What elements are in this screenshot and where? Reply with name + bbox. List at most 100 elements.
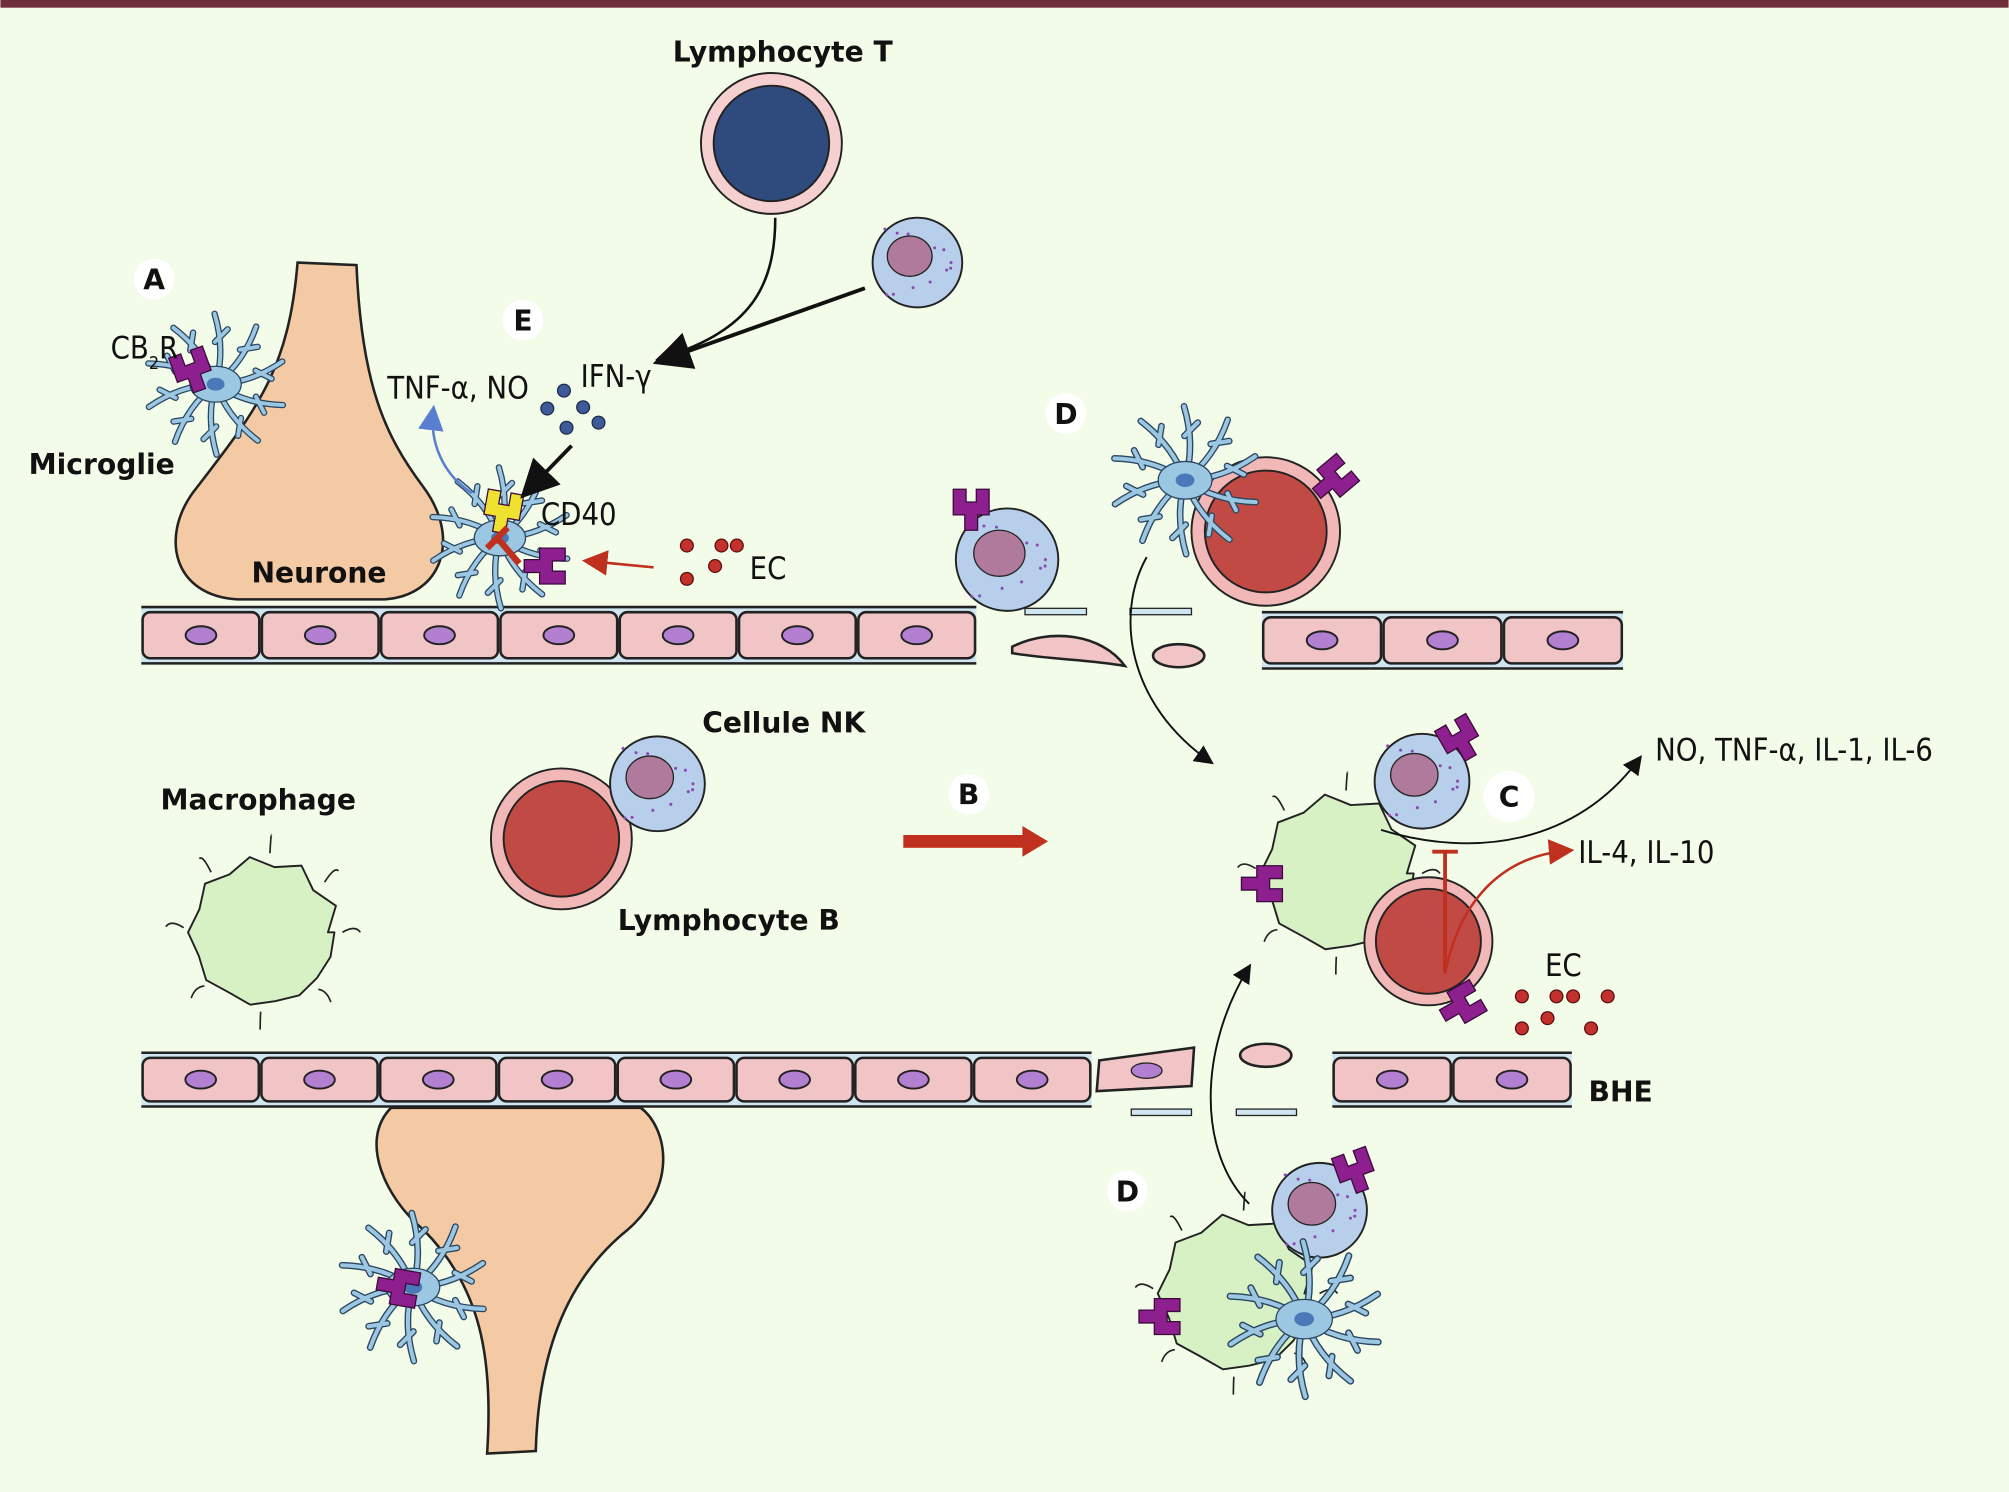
nk-granule	[1285, 1242, 1289, 1246]
label-ifn-gamma: IFN-γ	[581, 359, 652, 395]
microglia-cell	[1226, 1238, 1382, 1401]
endothelial-nucleus	[542, 625, 576, 646]
endothelial-nucleus	[897, 1069, 930, 1090]
macrophage-pseudopod	[269, 834, 273, 854]
label-cb2r: CB2R	[111, 331, 179, 374]
endocannabinoid-molecule	[1600, 989, 1615, 1004]
inhibition-line-c	[1432, 849, 1458, 974]
arrow-d-bottom-migration	[1209, 963, 1252, 1205]
nk-granule	[1386, 744, 1390, 748]
nk-granule	[1399, 748, 1403, 752]
nk-granule	[994, 525, 999, 529]
nk-granule	[651, 808, 655, 812]
nk-granule	[1308, 1178, 1312, 1182]
arrow-to-proinflammatory	[1380, 755, 1642, 845]
nk-granule	[1331, 1229, 1335, 1233]
nk-granule	[686, 790, 690, 794]
nk-granule	[1025, 541, 1029, 545]
nk-granule	[911, 286, 915, 290]
top-border	[0, 0, 2009, 8]
label-ec-right: EC	[1545, 948, 1582, 984]
nk-granule	[949, 266, 953, 270]
nk-granule	[1043, 558, 1048, 562]
lymphocyte-b-nucleus	[502, 780, 621, 898]
endothelial-nucleus	[303, 625, 337, 646]
label-lymphocyte-b: Lymphocyte B	[618, 904, 840, 937]
cd40-receptor	[483, 488, 525, 535]
nk-granule	[1353, 1208, 1357, 1212]
nk-granule	[949, 261, 953, 265]
nk-granule	[1035, 543, 1039, 547]
nk-granule	[1000, 586, 1004, 590]
nk-granule	[691, 782, 695, 786]
nk-granule	[634, 751, 638, 755]
label-cd40: CD40	[541, 497, 617, 533]
nk-granule	[1395, 813, 1399, 817]
endocannabinoid-molecule	[1566, 989, 1581, 1004]
nk-cell-nucleus	[1287, 1181, 1337, 1226]
nk-granule	[669, 802, 673, 806]
arrow-microglia-to-tnf	[418, 404, 473, 495]
nk-granule	[1336, 1193, 1340, 1197]
endothelial-nucleus	[1305, 630, 1339, 651]
label-panel-c: C	[1499, 781, 1520, 814]
arrow-b-head	[1022, 826, 1049, 857]
lymphocyte-b-nucleus	[1374, 887, 1482, 995]
macrophage-pseudopod	[1160, 1348, 1176, 1363]
nk-cell-nucleus	[625, 755, 675, 800]
nk-granule	[1020, 580, 1024, 584]
macrophage-pseudopod	[1421, 868, 1441, 875]
endothelial-nucleus	[1495, 1069, 1529, 1090]
nk-granule	[691, 788, 695, 792]
nk-granule	[1283, 1173, 1287, 1177]
endocannabinoid-molecule	[1514, 989, 1529, 1004]
arrow-d-top-migration	[1129, 556, 1214, 765]
endothelial-nucleus	[778, 1069, 811, 1090]
nk-granule	[885, 293, 889, 297]
microglia-nucleus	[206, 377, 225, 391]
arrow-ec-to-cb2	[581, 550, 654, 576]
macrophage-pseudopod	[165, 922, 185, 929]
endocannabinoid-molecule	[679, 538, 694, 553]
label-pro-inflammatory-cytokines: NO, TNF-α, IL-1, IL-6	[1655, 733, 1933, 769]
cb2-receptor	[1433, 712, 1480, 763]
macrophage-pseudopod	[1242, 1191, 1246, 1211]
nk-granule	[1296, 1177, 1300, 1181]
endocannabinoid-molecule	[1514, 1021, 1529, 1036]
nk-granule	[895, 231, 899, 235]
endothelial-fragment	[1151, 642, 1206, 669]
nk-granule	[1448, 766, 1452, 770]
cb2-receptor	[1330, 1145, 1375, 1195]
nk-granule	[1415, 806, 1419, 810]
nk-granule	[1345, 1195, 1350, 1199]
macrophage-pseudopod	[259, 1011, 262, 1030]
macrophage-pseudopod	[190, 985, 205, 999]
cb2-receptor	[1240, 865, 1284, 903]
endothelial-nucleus	[1546, 630, 1580, 651]
nk-granule	[1455, 785, 1459, 789]
panel-d-bottom-badge	[1106, 1170, 1148, 1212]
cb2r-end: R	[159, 331, 178, 367]
nk-granule	[1456, 779, 1460, 783]
cb2-receptor	[1138, 1297, 1181, 1336]
endocannabinoid-molecule	[1540, 1011, 1555, 1026]
cells-layer	[145, 72, 1615, 1401]
label-macrophage: Macrophage	[161, 783, 356, 816]
cb2r-main: CB	[111, 331, 149, 367]
nk-granule	[945, 268, 949, 272]
basal-membrane-fragment	[1129, 607, 1193, 616]
label-panel-e: E	[513, 304, 532, 337]
label-panel-d-top: D	[1054, 398, 1077, 431]
nk-granule	[978, 594, 982, 598]
macrophage-pseudopod	[1134, 1283, 1154, 1290]
endothelial-nucleus	[1015, 1069, 1049, 1090]
nk-granule	[982, 524, 986, 528]
ifn-gamma-molecule	[591, 415, 606, 430]
arrow-b-shaft	[903, 835, 1025, 848]
nk-granule	[1451, 787, 1455, 791]
macrophage-pseudopod	[1237, 863, 1257, 870]
macrophage-pseudopod	[1334, 956, 1338, 975]
nk-granule	[623, 816, 627, 820]
